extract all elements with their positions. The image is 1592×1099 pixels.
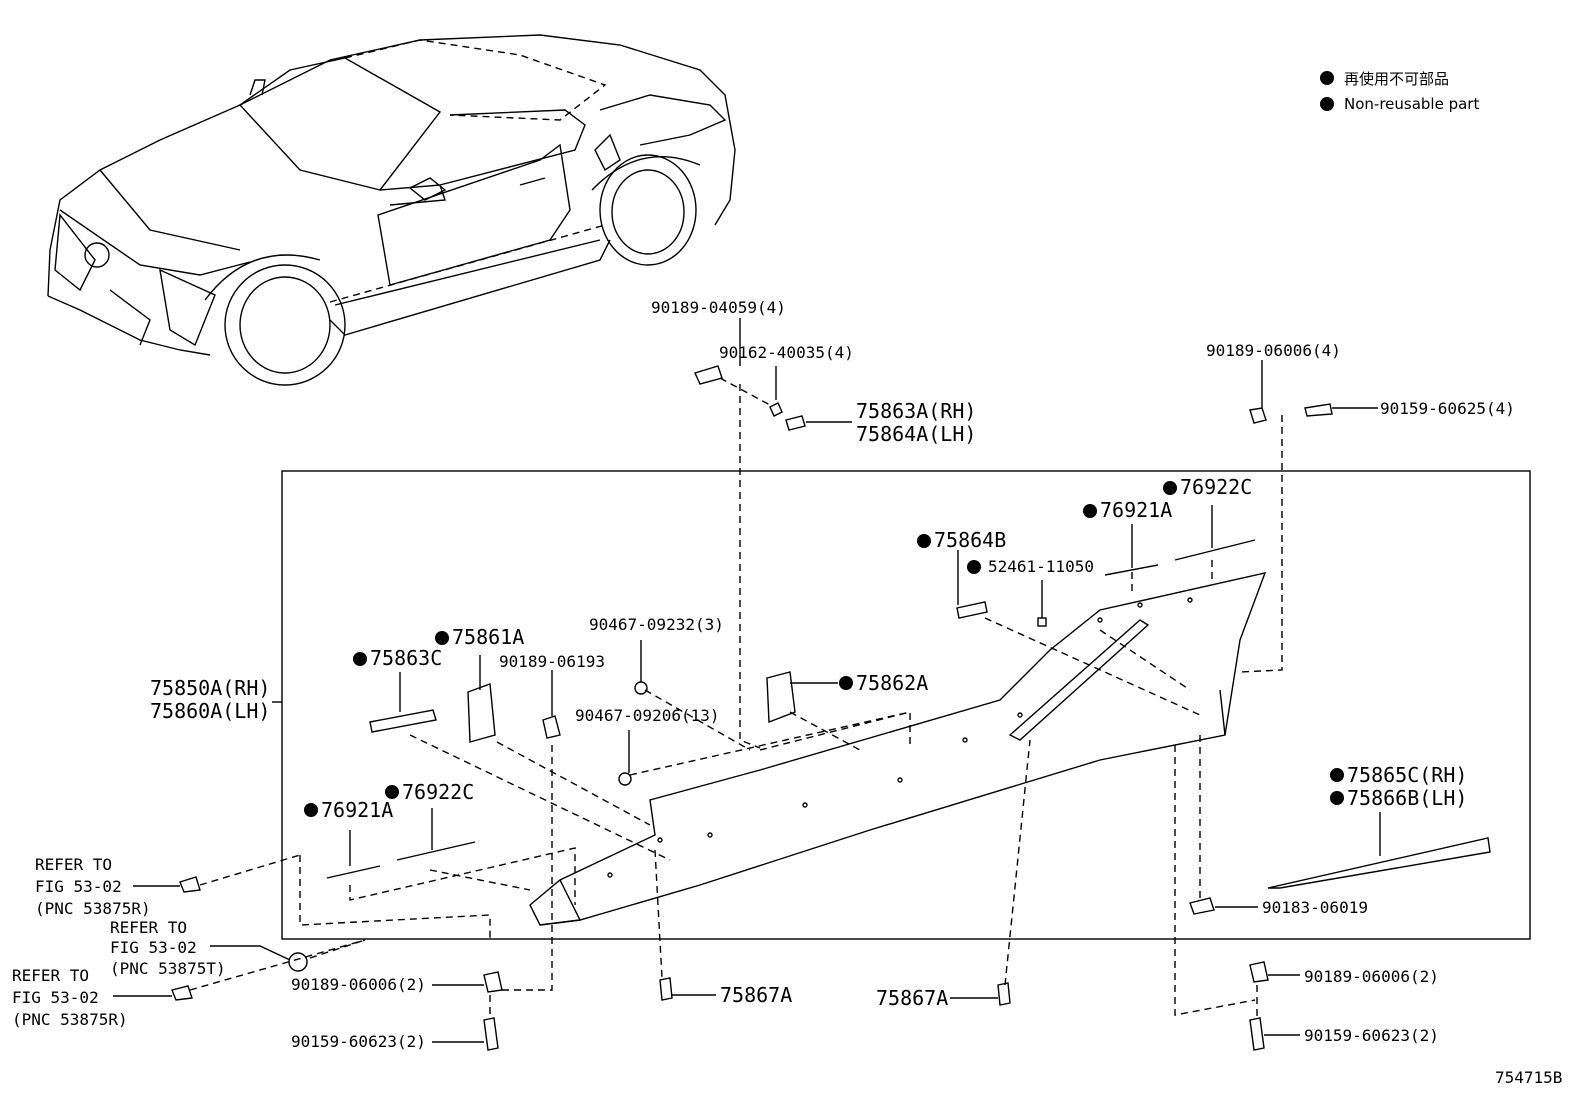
- label-90159-60625[interactable]: 90159-60625(4): [1380, 399, 1515, 418]
- rocker-panel: [529, 572, 1267, 926]
- label-90162-40035[interactable]: 90162-40035(4): [719, 343, 854, 362]
- label-76922C-left[interactable]: 76922C: [402, 780, 474, 804]
- refer-notes: REFER TO FIG 53-02 (PNC 53875R) REFER TO…: [12, 855, 226, 1029]
- legend: 再使用不可部品 Non-reusable part: [1320, 70, 1479, 113]
- non-reusable-dot-icon: [1163, 481, 1177, 495]
- label-75866B[interactable]: 75866B(LH): [1347, 786, 1467, 810]
- legend-dot-icon: [1320, 71, 1334, 85]
- car-illustration: [47, 34, 736, 386]
- label-90189-06193[interactable]: 90189-06193: [499, 652, 605, 671]
- non-reusable-dot-icon: [385, 785, 399, 799]
- non-reusable-dot-icon: [839, 676, 853, 690]
- refer-1-line1[interactable]: REFER TO: [35, 855, 112, 874]
- label-75850A[interactable]: 75850A(RH): [150, 676, 270, 700]
- label-90467-09206[interactable]: 90467-09206(13): [575, 706, 720, 725]
- label-75864B[interactable]: 75864B: [934, 528, 1006, 552]
- refer-3-line2[interactable]: FIG 53-02: [12, 988, 99, 1007]
- label-90189-06006-bl[interactable]: 90189-06006(2): [291, 975, 426, 994]
- refer-3-line3[interactable]: (PNC 53875R): [12, 1010, 128, 1029]
- label-90159-60623-br[interactable]: 90159-60623(2): [1304, 1026, 1439, 1045]
- label-75862A[interactable]: 75862A: [856, 671, 928, 695]
- non-reusable-dot-icon: [353, 652, 367, 666]
- label-90159-60623-bl[interactable]: 90159-60623(2): [291, 1032, 426, 1051]
- leader-lines: [113, 318, 1381, 1043]
- diagram-id: 754715B: [1495, 1068, 1562, 1087]
- non-reusable-dot-icon: [917, 534, 931, 548]
- legend-dot-icon: [1320, 97, 1334, 111]
- label-75860A[interactable]: 75860A(LH): [150, 699, 270, 723]
- refer-1-line2[interactable]: FIG 53-02: [35, 877, 122, 896]
- label-75865C[interactable]: 75865C(RH): [1347, 763, 1467, 787]
- label-76921A-left[interactable]: 76921A: [321, 798, 393, 822]
- label-75867A-left[interactable]: 75867A: [720, 983, 792, 1007]
- refer-2-line3[interactable]: (PNC 53875T): [110, 959, 226, 978]
- non-reusable-dot-icon: [967, 560, 981, 574]
- legend-en: Non-reusable part: [1344, 95, 1479, 113]
- refer-1-line3[interactable]: (PNC 53875R): [35, 899, 151, 918]
- label-75864A[interactable]: 75864A(LH): [856, 422, 976, 446]
- label-90189-06006-br[interactable]: 90189-06006(2): [1304, 967, 1439, 986]
- part-labels: 90189-04059(4) 90162-40035(4) 75863A(RH)…: [150, 298, 1515, 1051]
- label-90467-09232[interactable]: 90467-09232(3): [589, 615, 724, 634]
- label-90183-06019[interactable]: 90183-06019: [1262, 898, 1368, 917]
- assembly-frame: [281, 470, 1531, 940]
- label-52461-11050[interactable]: 52461-11050: [988, 557, 1094, 576]
- label-90189-04059[interactable]: 90189-04059(4): [651, 298, 786, 317]
- non-reusable-dot-icon: [435, 631, 449, 645]
- label-76921A-right[interactable]: 76921A: [1100, 498, 1172, 522]
- label-75867A-right[interactable]: 75867A: [876, 986, 948, 1010]
- non-reusable-dot-icon: [304, 803, 318, 817]
- refer-2-line1[interactable]: REFER TO: [110, 918, 187, 937]
- refer-3-line1[interactable]: REFER TO: [12, 966, 89, 985]
- label-75861A[interactable]: 75861A: [452, 625, 524, 649]
- refer-2-line2[interactable]: FIG 53-02: [110, 938, 197, 957]
- label-75863C[interactable]: 75863C: [370, 646, 442, 670]
- small-parts: [171, 365, 1491, 1051]
- non-reusable-dot-icon: [1330, 791, 1344, 805]
- label-76922C-right[interactable]: 76922C: [1180, 475, 1252, 499]
- non-reusable-dot-icon: [1330, 768, 1344, 782]
- label-90189-06006-top[interactable]: 90189-06006(4): [1206, 341, 1341, 360]
- legend-jp: 再使用不可部品: [1344, 70, 1449, 88]
- label-75863A[interactable]: 75863A(RH): [856, 399, 976, 423]
- non-reusable-dot-icon: [1083, 504, 1097, 518]
